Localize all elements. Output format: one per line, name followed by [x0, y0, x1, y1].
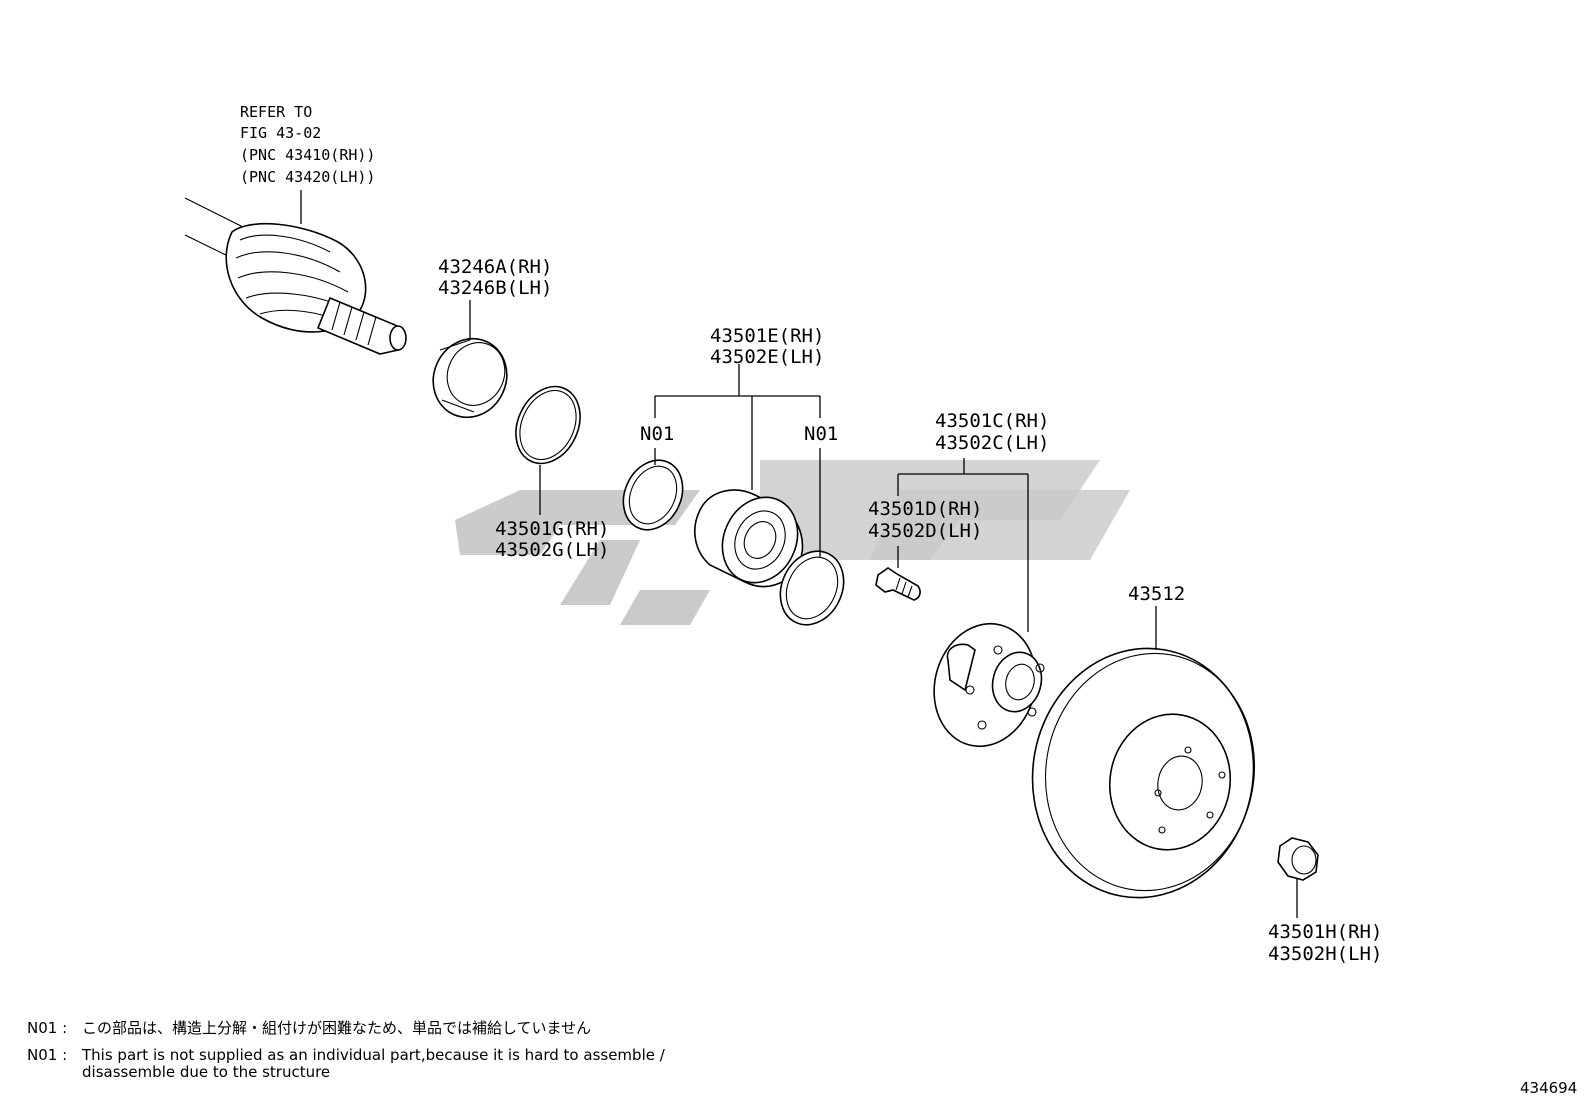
note-text-en-2: disassemble due to the structure: [82, 1063, 330, 1081]
refer-label-line2: FIG 43-02: [240, 124, 321, 142]
part-43501D-lh[interactable]: 43502D(LH): [868, 520, 982, 542]
part-43501E-lh[interactable]: 43502E(LH): [710, 346, 824, 368]
refer-label-line3: (PNC 43410(RH)): [240, 146, 375, 164]
note-code-2: N01 :: [27, 1046, 67, 1064]
note-text-en-1: This part is not supplied as an individu…: [81, 1046, 666, 1064]
seal-ring-right: [779, 550, 845, 626]
part-43501E-rh[interactable]: 43501E(RH): [710, 325, 824, 347]
part-43501C-lh[interactable]: 43502C(LH): [935, 432, 1049, 454]
part-43246-rh[interactable]: 43246A(RH): [438, 256, 552, 278]
figure-id: 434694: [1520, 1079, 1577, 1097]
refer-label-line4: (PNC 43420(LH)): [240, 168, 375, 186]
part-43501G-rh[interactable]: 43501G(RH): [495, 518, 609, 540]
n01-label-right[interactable]: N01: [804, 423, 838, 445]
hub-bearing: [694, 489, 804, 588]
axle-hub: [933, 622, 1045, 748]
note-text-jp: この部品は、構造上分解・組付けが困難なため、単品では補給していません: [82, 1019, 591, 1037]
hub-nut: [1277, 837, 1319, 881]
leader-lines: [300, 190, 1298, 918]
part-43512[interactable]: 43512: [1128, 583, 1185, 605]
dust-deflector-ring: [432, 337, 508, 419]
part-43501C-rh[interactable]: 43501C(RH): [935, 410, 1049, 432]
drive-shaft: [184, 197, 407, 355]
brake-disc: [1031, 647, 1256, 899]
part-43501H-lh[interactable]: 43502H(LH): [1268, 943, 1382, 965]
part-43501H-rh[interactable]: 43501H(RH): [1268, 921, 1382, 943]
n01-label-left[interactable]: N01: [640, 423, 674, 445]
part-43246-lh[interactable]: 43246B(LH): [438, 277, 552, 299]
hub-bolt: [875, 567, 921, 601]
snap-ring: [515, 385, 581, 465]
note-code-1: N01 :: [27, 1019, 67, 1037]
part-43501G-lh[interactable]: 43502G(LH): [495, 539, 609, 561]
seal-ring-left: [622, 459, 684, 531]
part-43501D-rh[interactable]: 43501D(RH): [868, 498, 982, 520]
refer-label-line1: REFER TO: [240, 103, 312, 121]
